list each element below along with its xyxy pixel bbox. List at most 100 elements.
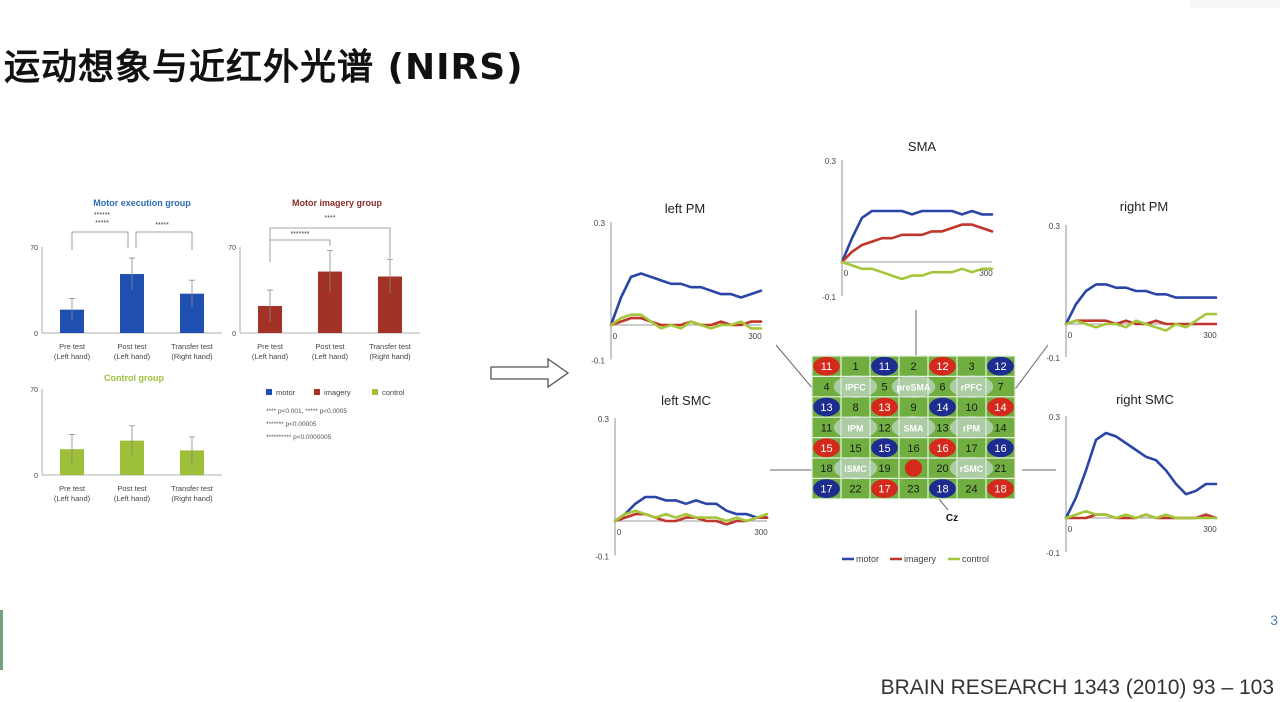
series-line-imagery [609, 316, 763, 327]
x-tick-label: 0 [1068, 525, 1073, 534]
citation: BRAIN RESEARCH 1343 (2010) 93 – 103 [880, 676, 1274, 699]
x-tick-label: (Right hand) [369, 352, 411, 361]
channel-label: 15 [878, 443, 890, 455]
channel-label: 16 [907, 443, 919, 455]
channel-label: 14 [994, 402, 1006, 414]
legend-label: imagery [324, 388, 351, 397]
y-tick-label: 0.3 [1049, 413, 1061, 422]
channel-label: 15 [849, 443, 861, 455]
channel-label: 19 [878, 463, 890, 475]
slide-title: 运动想象与近红外光谱 (NIRS) [4, 47, 524, 88]
y-tick-label: 0.3 [594, 219, 606, 228]
significance-label: ****** [94, 212, 111, 219]
channel-label: 17 [878, 484, 890, 496]
region-highlight [949, 416, 994, 439]
channel-label: 22 [849, 484, 861, 496]
y-tick-label: 70 [228, 245, 236, 252]
x-tick-label: Pre test [257, 342, 284, 351]
legend-swatch [266, 389, 272, 395]
x-tick-label: Transfer test [369, 342, 412, 351]
channel-label: 20 [936, 463, 948, 475]
x-tick-label: Post test [117, 342, 147, 351]
legend-swatch [314, 389, 320, 395]
bar-legend: motor imagery control [266, 388, 405, 397]
emitter-optode [813, 356, 840, 376]
emitter-optode [929, 438, 956, 458]
y-tick-label: -0.1 [595, 552, 609, 561]
x-tick-label: Post test [117, 484, 147, 493]
channel-label: rPFC [961, 383, 983, 393]
channel-label: 14 [936, 402, 948, 414]
legend-label: motor [856, 554, 879, 564]
region-highlight [949, 456, 994, 480]
legend-label: motor [276, 388, 296, 397]
channel-label: preSMA [896, 383, 931, 393]
bar [60, 309, 84, 333]
series-line-control [1064, 312, 1218, 332]
channel-label: 11 [821, 361, 832, 373]
x-tick-label: 300 [1203, 331, 1217, 340]
series-line-control [1064, 509, 1218, 520]
channel-label: 13 [820, 402, 832, 414]
x-tick-label: (Left hand) [252, 352, 289, 361]
y-tick-label: -0.1 [822, 293, 836, 302]
x-tick-label: 300 [1203, 525, 1217, 534]
chart-title: Control group [104, 373, 164, 383]
series-line-imagery [613, 512, 769, 526]
x-tick-label: Pre test [59, 484, 86, 493]
chart-title: Motor execution group [93, 198, 191, 208]
x-tick-label: 300 [748, 332, 762, 341]
series-line-motor [1064, 283, 1218, 326]
detector-optode [987, 356, 1014, 376]
series-line-imagery [840, 223, 994, 264]
p-value-note: **** p<0.001, ***** p<0.0005 [266, 408, 347, 415]
channel-label: 12 [936, 361, 948, 373]
cz-label: Cz [946, 513, 958, 524]
channel-label: 5 [881, 382, 887, 394]
detector-optode [871, 438, 898, 458]
series-line-control [609, 313, 763, 330]
x-tick-label: Pre test [59, 342, 86, 351]
x-tick-label: 0 [613, 332, 618, 341]
channel-label: lPM [847, 423, 863, 433]
significance-bracket [269, 227, 391, 258]
channel-label: 4 [823, 382, 829, 394]
channel-label: 18 [820, 463, 832, 475]
channel-label: 17 [820, 484, 832, 496]
channel-label: 1 [852, 361, 858, 373]
series-line-motor [609, 272, 763, 327]
chart-title: right PM [1120, 199, 1168, 214]
y-tick-label: 70 [30, 245, 38, 252]
chart-title: right SMC [1116, 392, 1174, 407]
legend-swatch [372, 389, 378, 395]
channel-label: 18 [994, 484, 1006, 496]
y-tick-label: 70 [30, 387, 38, 394]
right-arrow-icon [490, 357, 570, 389]
series-line-motor [1064, 431, 1218, 520]
y-tick-label: 0.3 [598, 415, 610, 424]
x-tick-label: (Left hand) [114, 494, 151, 503]
chart-title: left SMC [661, 393, 711, 408]
significance-bracket [71, 231, 129, 250]
significance-label: ***** [155, 222, 169, 229]
region-highlight [891, 416, 936, 439]
emitter-optode [871, 479, 898, 498]
chart-title: left PM [665, 201, 705, 216]
y-tick-label: -0.1 [591, 356, 605, 365]
significance-bracket [135, 231, 193, 250]
legend-label: control [382, 388, 405, 397]
y-tick-label: 0.3 [825, 157, 837, 166]
detector-optode [929, 479, 956, 498]
channel-label: 2 [910, 361, 916, 373]
channel-label: SMA [904, 423, 925, 433]
p-value-note: ********** p<0.0000005 [266, 434, 332, 441]
p-value-note: ******* p<0.00005 [266, 421, 317, 428]
emitter-optode [813, 438, 840, 458]
channel-label: rPM [963, 423, 980, 433]
